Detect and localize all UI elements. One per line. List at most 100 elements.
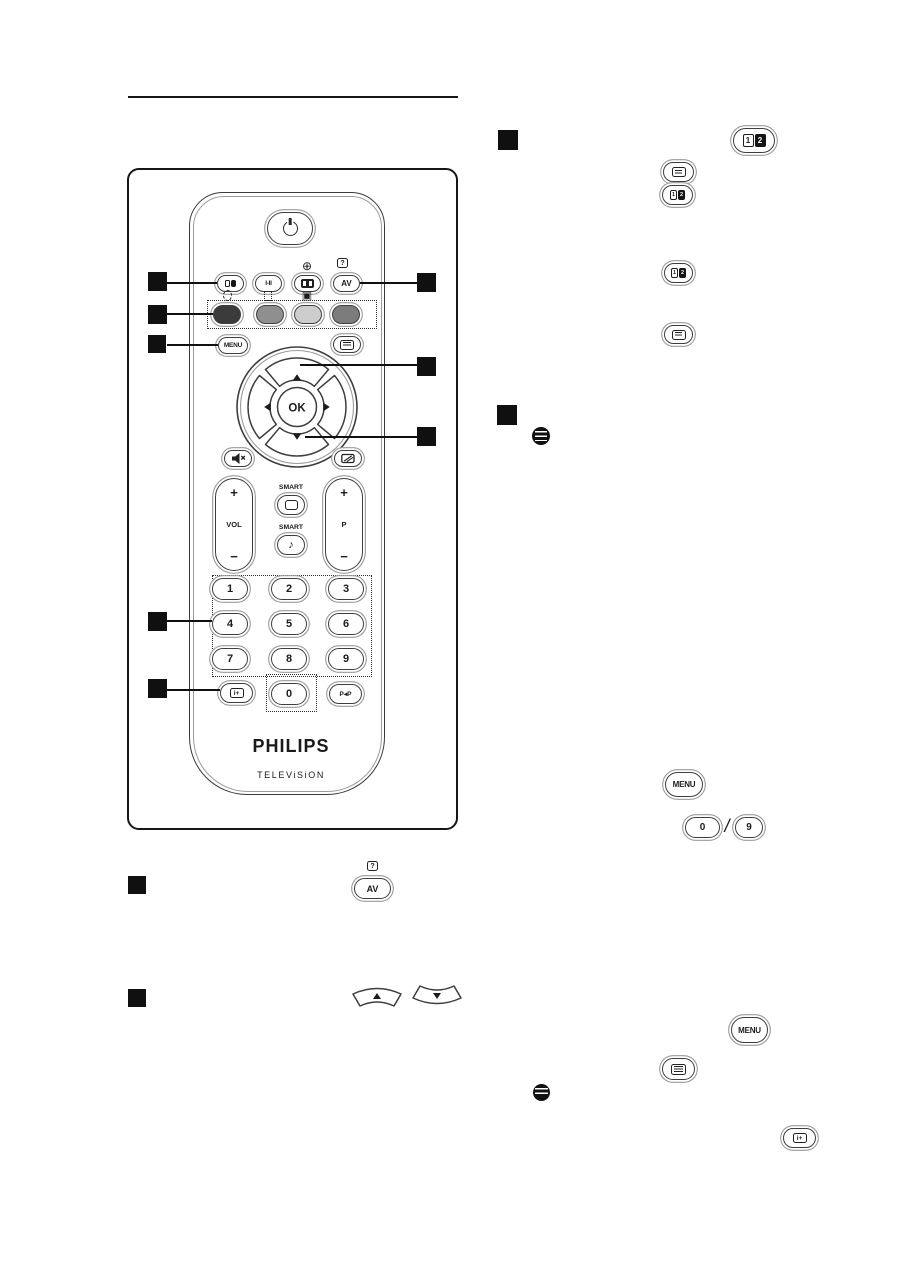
step-marker: [417, 427, 436, 446]
right-arrow-icon: [323, 402, 330, 412]
freeze-icon: [341, 453, 355, 464]
callout-line: [167, 620, 212, 622]
red-key: [213, 305, 241, 324]
section-title-rule: [128, 96, 458, 98]
down-key: [264, 426, 330, 457]
teletext-icon: [671, 329, 686, 340]
dual-screen-inline-key: 1 2: [664, 263, 693, 283]
digit-key-7: 7: [212, 648, 248, 670]
callout-line: [167, 344, 218, 346]
step-marker: [128, 876, 146, 894]
dual-screen-icon: 1 2: [742, 134, 766, 147]
teletext-inline-key: [662, 1058, 695, 1080]
digit-key-5: 5: [271, 613, 307, 635]
callout-line: [167, 313, 213, 315]
timer-icon: [223, 290, 232, 301]
power-key: [267, 212, 313, 245]
digit-key-1: 1: [212, 578, 248, 600]
down-key-inline: [412, 985, 462, 1005]
programme-down-label: −: [340, 549, 348, 564]
down-arrow-icon: [292, 433, 302, 440]
smart-picture-label: SMART: [278, 483, 304, 491]
digit-zero-group: [266, 674, 317, 712]
screen-info-icon: i+: [792, 1133, 807, 1143]
step-marker: [497, 405, 517, 425]
active-control-icon: ⊕: [301, 258, 313, 273]
digit-key-8: 8: [271, 648, 307, 670]
digit-key-3: 3: [328, 578, 364, 600]
left-arrow-icon: [264, 402, 271, 412]
down-arrow-icon: [433, 993, 441, 999]
teletext-icon: [671, 167, 686, 177]
digit-key-9: 9: [328, 648, 364, 670]
callout-line: [167, 689, 220, 691]
callout-line: [305, 436, 417, 438]
step-marker: [128, 989, 146, 1007]
remote-figure-frame: [127, 168, 458, 830]
callout-line: [300, 364, 417, 366]
zero-inline-key: 0: [685, 817, 720, 838]
step-marker: [417, 273, 436, 292]
dual-screen-key: [217, 275, 244, 292]
menu-inline-key: MENU: [731, 1017, 768, 1043]
freeze-key: [334, 450, 362, 467]
alternate-programme-key: P◂P: [329, 684, 362, 704]
smart-picture-key: [277, 495, 305, 515]
av-source-key: AV: [333, 275, 360, 292]
dual-screen-inline-key: 1 2: [733, 128, 775, 153]
power-icon: [282, 221, 298, 236]
menu-key: MENU: [218, 337, 248, 354]
step-marker: [498, 130, 518, 150]
digit-key-6: 6: [328, 613, 364, 635]
screen-info-icon: i+: [229, 688, 244, 698]
index-list-icon: [532, 427, 550, 445]
programme-label: P: [341, 520, 347, 529]
programme-rocker: + P −: [325, 478, 363, 571]
digit-key-2: 2: [271, 578, 307, 600]
volume-up-label: +: [230, 485, 238, 500]
teletext-icon: [671, 1063, 686, 1075]
sound-mode-key: I-II: [255, 275, 282, 292]
teletext-key: [333, 336, 361, 353]
teletext-inline-key: [664, 325, 693, 344]
step-marker: [148, 612, 167, 631]
programme-up-label: +: [340, 485, 348, 500]
help-icon: ?: [367, 861, 378, 871]
volume-rocker: + VOL −: [215, 478, 253, 571]
up-arrow-icon: [292, 374, 302, 381]
step-marker: [148, 335, 166, 353]
dual-screen-icon: 1 2: [671, 268, 686, 278]
step-marker: [148, 679, 167, 698]
left-key: [247, 374, 278, 440]
speaker-mute-icon: [232, 453, 246, 464]
brand-sub-wordmark: TELEViSiON: [257, 770, 325, 780]
remote-body: [189, 192, 385, 795]
ok-key: OK: [288, 403, 306, 415]
volume-down-label: −: [230, 549, 238, 564]
music-note-icon: ♪: [288, 539, 294, 551]
screen-info-key: i+: [220, 683, 253, 703]
teletext-inline-key: [663, 162, 694, 182]
av-inline-key: AV: [354, 878, 391, 899]
nine-inline-key: 9: [735, 817, 763, 838]
slash-separator: /: [724, 815, 730, 836]
screen-info-inline-key: i+: [783, 1128, 816, 1148]
right-key: [316, 374, 347, 440]
callout-line: [360, 282, 417, 284]
digit-key-4: 4: [212, 613, 248, 635]
dual-screen-inline-key: 1 2: [662, 185, 693, 205]
dual-screen-icon: [225, 280, 236, 287]
index-list-icon: [533, 1084, 550, 1101]
brand-wordmark: PHILIPS: [252, 736, 330, 756]
zoom-icon: [264, 291, 272, 301]
teletext-icon: [340, 339, 354, 350]
green-key: [256, 305, 284, 324]
osd-icon: ▣: [301, 289, 313, 302]
blue-key: [332, 305, 360, 324]
digit-key-0: 0: [271, 683, 307, 705]
menu-inline-key: MENU: [665, 772, 703, 797]
picture-format-icon: [301, 279, 314, 288]
smart-sound-label: SMART: [278, 523, 304, 531]
up-arrow-icon: [373, 993, 381, 999]
